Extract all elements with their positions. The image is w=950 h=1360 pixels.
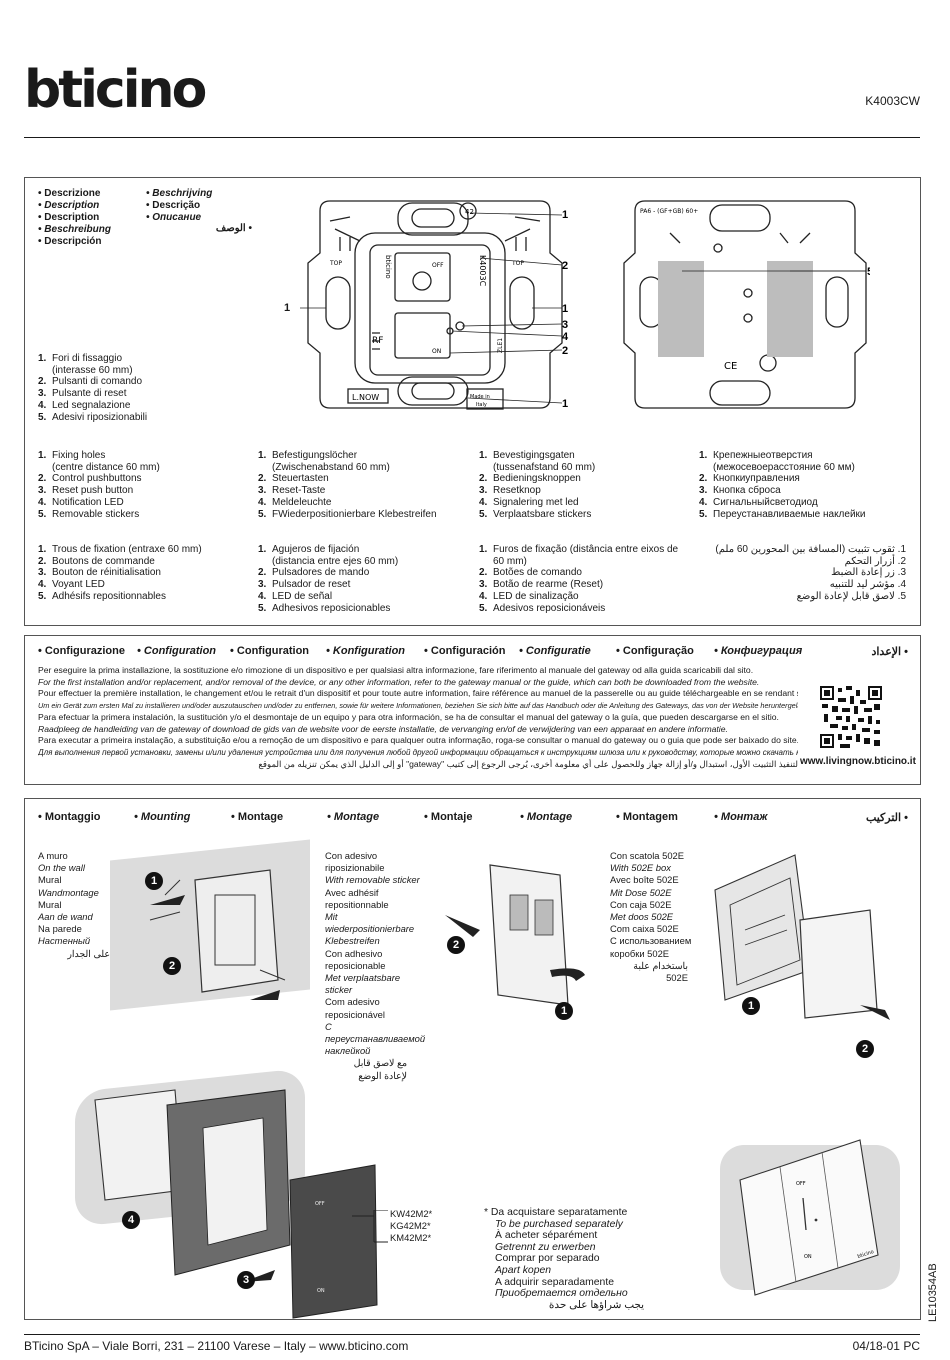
footer-date-code: 04/18-01 PC: [852, 1339, 920, 1353]
description-section: [24, 177, 921, 626]
header-divider: [24, 137, 920, 138]
off-label-front: OFF: [432, 262, 444, 269]
plate-codes: KW42M2* KG42M2* KM42M2*: [390, 1208, 433, 1244]
separately-note: * Da acquistare separatamente To be purc…: [484, 1207, 644, 1311]
pos-label: 42: [465, 208, 474, 216]
title-ar: • الوصف: [215, 223, 252, 234]
title-fr: • Description: [38, 212, 100, 223]
title-es: • Descripción: [38, 236, 102, 247]
brand-logo: bticino: [24, 60, 207, 120]
legend-fr: 1.Trous de fixation (entraxe 60 mm) 2.Bo…: [38, 544, 202, 602]
legend-de: 1.Befestigungslöcher (Zwischenabstand 60…: [258, 450, 437, 520]
adhesive-callout-1: 1: [555, 1002, 573, 1020]
finished-off-label: OFF: [796, 1181, 806, 1187]
top-label-right: TOP: [511, 260, 524, 267]
made-in-label: Made in: [470, 394, 490, 400]
title-ru: • Описание: [146, 212, 202, 223]
legend-ru: 1.Крепежныеотверстия (межосевоерасстояни…: [699, 450, 866, 520]
wall-callout-1: 1: [145, 872, 163, 890]
plate-off-label: OFF: [315, 1201, 325, 1207]
footer-address: BTicino SpA – Viale Borri, 231 – 21100 V…: [24, 1339, 409, 1353]
plate-assembly-drawing: OFF ON: [94, 1089, 378, 1319]
description-titles-col2: • Beschrijving • Descrição • Описание: [146, 188, 266, 224]
legend-en: 1.Fixing holes (centre distance 60 mm) 2…: [38, 450, 160, 520]
callout-2-top: 2: [562, 260, 568, 272]
lnow-label: L.NOW: [352, 393, 379, 402]
adhesive-mount-labels: Con adesivo riposizionabile With removab…: [325, 850, 426, 1081]
legend-ar: 1. ثقوب تثبيت (المسافة بين المحورين 60 م…: [715, 544, 906, 602]
callout-1-right: 1: [562, 303, 568, 315]
callout-5: 5: [867, 266, 870, 278]
mounting-section: [24, 798, 921, 1320]
wall-mount-labels: A muro On the wall Mural Wandmontage Mur…: [38, 850, 110, 959]
back-view-drawing: PA6 - (GF+GB) 60+ CE 5: [623, 200, 870, 409]
adhesive-mount-drawing: [445, 864, 585, 1006]
italy-label: Italy: [476, 402, 487, 408]
description-titles-col1: • Descrizione • Description • Descriptio…: [38, 188, 148, 248]
callout-2-bottom: 2: [562, 345, 568, 357]
legend-nl: 1.Bevestigingsgaten (tussenafstand 60 mm…: [479, 450, 596, 520]
wall-mount-drawing: [149, 869, 286, 1000]
plate-callout-4: 4: [122, 1211, 140, 1229]
front-view-drawing: 42 OFF ON RF K4003C bticino ZLE1 L.NOW M…: [300, 200, 569, 410]
top-label-left: TOP: [329, 260, 342, 267]
title-it: • Descrizione: [38, 188, 101, 199]
box-mount-drawing: [714, 854, 890, 1020]
brand-small-label: bticino: [384, 255, 392, 279]
title-de: • Beschreibung: [38, 224, 111, 235]
adhesive-callout-2: 2: [447, 936, 465, 954]
model-label: K4003C: [478, 255, 487, 287]
pa-label: PA6 - (GF+GB) 60+: [640, 208, 698, 215]
plate-on-label: ON: [317, 1288, 325, 1294]
finished-device-drawing: OFF ON bticino: [739, 1139, 879, 1296]
rf-label: RF: [372, 336, 383, 346]
callout-1-bottom: 1: [562, 398, 568, 410]
title-nl: • Beschrijving: [146, 188, 213, 199]
callout-4: 4: [562, 331, 569, 343]
qr-code-icon[interactable]: [820, 686, 882, 748]
mounting-titles: • Montaggio • Mounting • Montage • Monta…: [38, 811, 908, 824]
configuration-titles: • Configurazione • Configuration • Confi…: [38, 645, 908, 658]
callout-1-top: 1: [562, 209, 568, 221]
ce-label: CE: [724, 361, 737, 372]
title-pt: • Descrição: [146, 200, 201, 211]
footer-divider: [24, 1334, 920, 1335]
doc-code: LE10354AB: [927, 1263, 939, 1322]
legend-pt: 1.Furos de fixação (distância entre eixo…: [479, 544, 679, 614]
callout-1-left: 1: [284, 302, 291, 314]
configuration-text: Per eseguire la prima installazione, la …: [38, 665, 798, 769]
on-label-front: ON: [432, 348, 441, 355]
box-callout-1: 1: [742, 997, 760, 1015]
zle-label: ZLE1: [497, 338, 504, 353]
legend-es: 1.Agujeros de fijación (distancia entre …: [258, 544, 399, 614]
plate-callout-3: 3: [237, 1271, 255, 1289]
plate-code-bracket: [352, 1210, 388, 1243]
box-mount-labels: Con scatola 502E With 502E box Avec boît…: [610, 850, 692, 984]
box-callout-2: 2: [856, 1040, 874, 1058]
legend-it: 1.Fori di fissaggio (interasse 60 mm) 2.…: [38, 353, 148, 423]
title-en: • Description: [38, 200, 100, 211]
website-link[interactable]: www.livingnow.bticino.it: [800, 756, 916, 767]
finished-on-label: ON: [804, 1254, 812, 1260]
configuration-section: [24, 635, 921, 785]
wall-callout-2: 2: [163, 957, 181, 975]
finished-brand-label: bticino: [857, 1249, 875, 1260]
product-code: K4003CW: [865, 94, 920, 108]
callout-3: 3: [562, 319, 568, 331]
